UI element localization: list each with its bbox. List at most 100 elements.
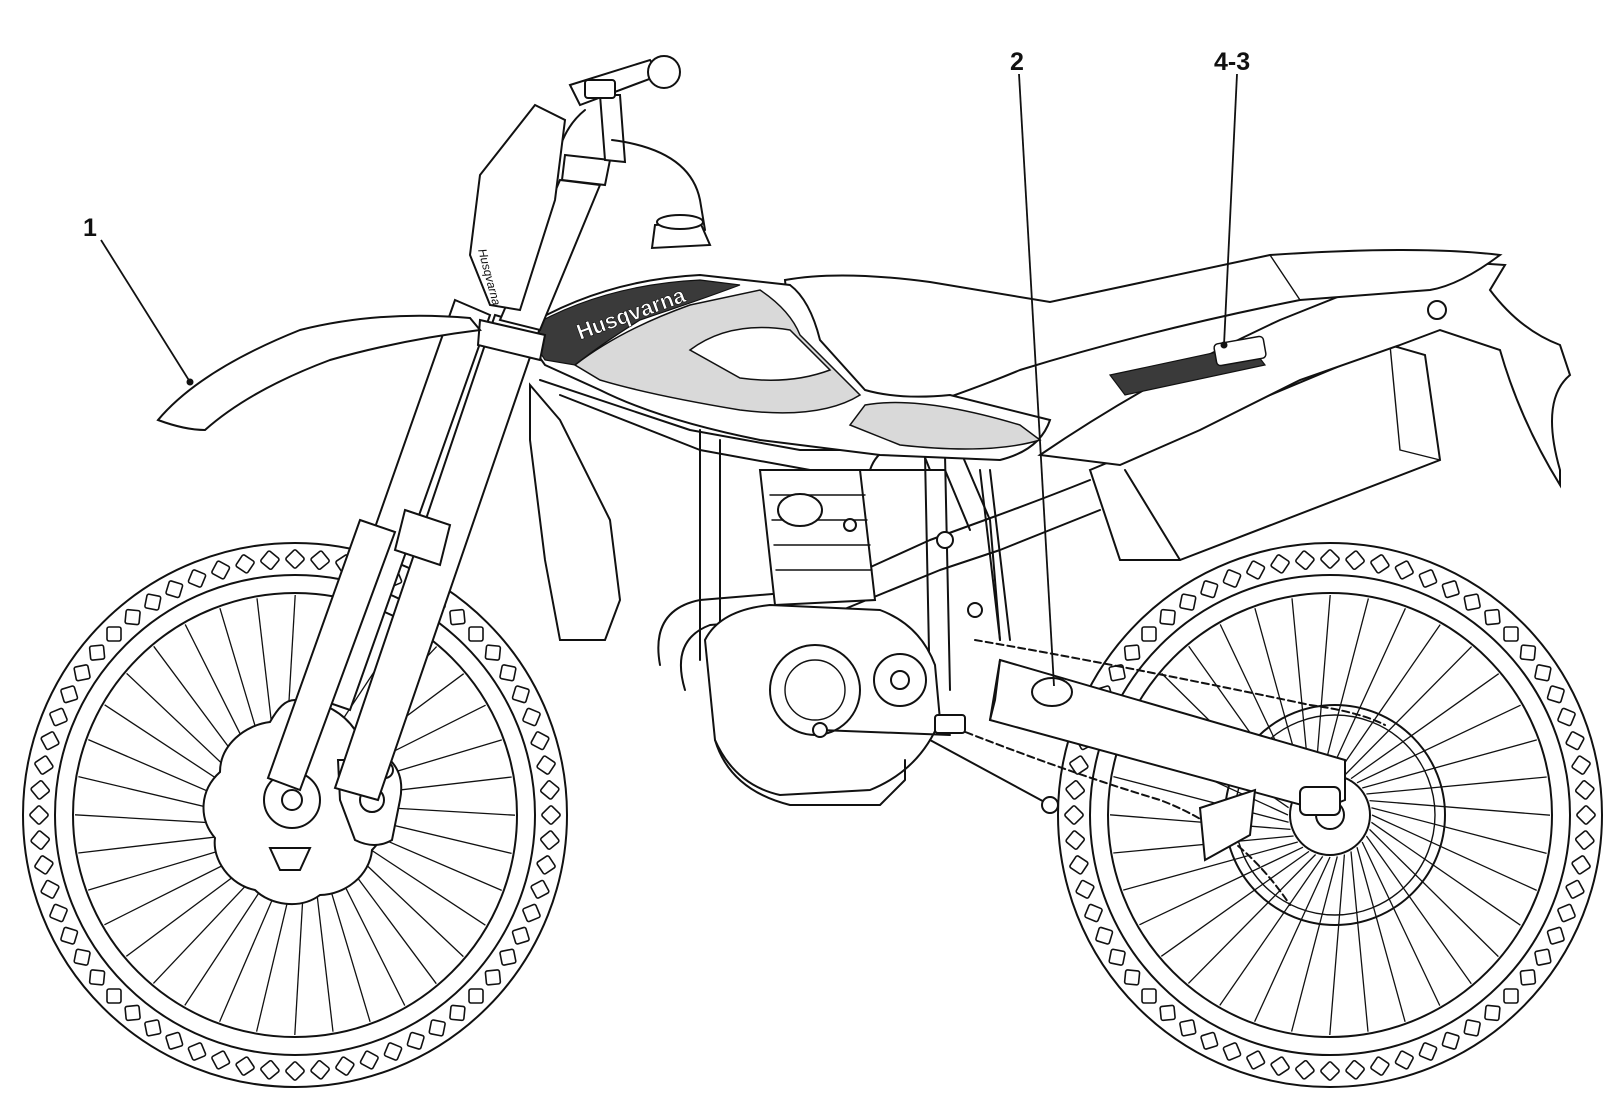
tire-knob <box>1270 554 1290 574</box>
tire-knob <box>165 580 184 599</box>
tire-knob <box>468 988 484 1004</box>
wheel-spoke <box>1329 608 1406 774</box>
engine-frame <box>539 379 1059 814</box>
tire-knob <box>1565 879 1585 899</box>
tire-knob <box>511 926 530 945</box>
footpeg <box>934 714 966 734</box>
tire-knob <box>40 731 60 751</box>
front-sprocket-cover <box>873 653 927 707</box>
front-tire-outer <box>22 542 568 1088</box>
tire-knob <box>1394 1050 1414 1070</box>
tire-knob <box>522 903 541 923</box>
tire-knob <box>1576 805 1596 825</box>
wheel-spoke <box>1361 841 1441 1006</box>
tire-knob <box>1345 1059 1365 1080</box>
tire-knob <box>536 755 556 775</box>
tire-knob <box>106 626 122 642</box>
tire-knob <box>88 644 106 661</box>
rear-tire-knobs <box>1064 549 1596 1081</box>
wheel-spoke <box>1123 841 1298 891</box>
tire-knob <box>1123 644 1141 661</box>
tire-knob <box>29 805 49 825</box>
tire-knob <box>34 855 54 875</box>
tire-knob <box>1108 948 1126 966</box>
tire-knob <box>30 780 51 800</box>
tire-knob <box>499 948 517 966</box>
rear-tire-outer <box>1057 542 1603 1088</box>
tire-knob <box>539 780 560 800</box>
front-fork <box>266 153 612 802</box>
chain-bottom-run <box>934 719 1291 906</box>
tire-knob <box>1064 805 1084 825</box>
callout-1-leader <box>100 239 191 383</box>
handlebar-mount <box>598 94 627 164</box>
header-pipe-top <box>657 479 1091 666</box>
wheel-spoke <box>1371 807 1547 855</box>
tire-knob <box>1394 560 1414 580</box>
tire-knob <box>1075 879 1095 899</box>
tire-knob <box>124 608 141 626</box>
tire-knob <box>187 569 207 588</box>
front-rim <box>72 592 518 1038</box>
tire-knob <box>235 1056 255 1076</box>
tire-knob <box>1065 780 1086 800</box>
wheel-spoke <box>1322 598 1370 774</box>
wheel-spoke <box>1336 624 1441 774</box>
triple-clamp-lower <box>476 318 547 362</box>
tire-knob <box>1246 1050 1266 1070</box>
wheel-spoke <box>1343 646 1473 776</box>
tire-knob <box>235 554 255 574</box>
tire-knob <box>1571 855 1591 875</box>
tire-knob <box>1069 855 1089 875</box>
wheel-spoke <box>1371 814 1537 891</box>
fork-guard <box>266 518 397 792</box>
front-wheel <box>22 542 568 1088</box>
tire-knob <box>1546 926 1565 945</box>
tank-window <box>688 326 832 381</box>
tire-knob <box>499 664 517 682</box>
wheel-spoke <box>1350 673 1500 780</box>
callout-label-4-3: 4-3 <box>1214 48 1250 76</box>
tire-knob <box>1345 550 1365 571</box>
tire-knob <box>1159 1004 1176 1022</box>
tire-knob <box>1320 549 1340 569</box>
tire-knob <box>1095 926 1114 945</box>
tire-knob <box>1557 707 1576 727</box>
wheel-spoke <box>1109 814 1291 831</box>
tire-knob <box>1179 1019 1197 1037</box>
tire-knob <box>1557 903 1576 923</box>
tire-knob <box>1295 550 1315 571</box>
callout-label-2: 2 <box>1010 48 1024 76</box>
taillight <box>1427 300 1447 320</box>
tire-knob <box>34 755 54 775</box>
swingarm-body <box>988 658 1346 812</box>
headlight-number-plate <box>468 103 567 312</box>
fuel-tank: Husqvarna <box>518 214 1052 462</box>
tire-knob <box>1418 1042 1438 1061</box>
wheel-spoke <box>1369 828 1499 958</box>
handlebar <box>554 55 706 231</box>
callout-label-1: 1 <box>83 214 97 242</box>
tire-knob <box>260 550 280 571</box>
tire-knob <box>73 664 91 682</box>
tire-knob <box>541 805 561 825</box>
tire-knob <box>73 948 91 966</box>
tire-knob <box>144 593 162 611</box>
tire-knob <box>1370 1056 1390 1076</box>
wheel-spoke <box>1329 854 1346 1036</box>
tire-knob <box>1484 608 1501 626</box>
tire-knob <box>1503 988 1519 1004</box>
callout-4-3-leader <box>1223 73 1238 346</box>
shift-lever <box>819 729 951 736</box>
tire-knob <box>211 1050 231 1070</box>
tire-knob <box>1141 626 1157 642</box>
tire-knob <box>1463 593 1481 611</box>
wheel-spoke <box>1139 846 1304 926</box>
tire-knob <box>1084 903 1103 923</box>
wheel-spoke <box>1371 821 1521 926</box>
wheel-spoke <box>1362 739 1537 789</box>
tire-knob <box>1222 1042 1242 1061</box>
wheel-spoke <box>1365 835 1472 985</box>
